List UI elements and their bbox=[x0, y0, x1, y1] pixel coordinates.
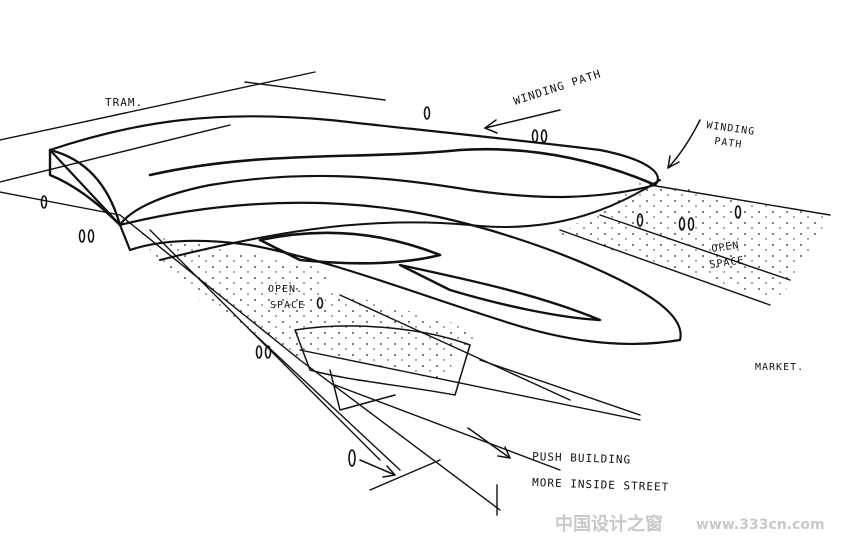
winding-path-ribbons bbox=[48, 115, 682, 411]
label-open-space-left-1: OPEN. bbox=[268, 284, 303, 295]
label-winding-path-right-2: PATH bbox=[714, 136, 743, 151]
figure-marks bbox=[40, 106, 742, 467]
annotation-arrows bbox=[359, 109, 701, 478]
label-winding-path-top: WINDING PATH bbox=[512, 67, 603, 108]
label-tram: TRAM. bbox=[105, 96, 143, 109]
open-space-fields bbox=[130, 180, 830, 380]
label-winding-path-right-1: WINDING bbox=[706, 120, 756, 138]
label-open-space-right-1: OPEN bbox=[711, 240, 740, 255]
watermark-url: www.333cn.com bbox=[696, 517, 825, 533]
label-open-space-left-2: SPACE bbox=[270, 300, 305, 311]
label-push-building: PUSH BUILDING bbox=[532, 450, 631, 466]
watermark-cn: 中国设计之窗 bbox=[555, 513, 663, 535]
label-more-inside-street: MORE INSIDE STREET bbox=[532, 476, 670, 494]
label-market: MARKET. bbox=[755, 362, 804, 373]
label-open-space-right-2: SPACE bbox=[709, 255, 745, 271]
street-lines bbox=[0, 71, 831, 516]
